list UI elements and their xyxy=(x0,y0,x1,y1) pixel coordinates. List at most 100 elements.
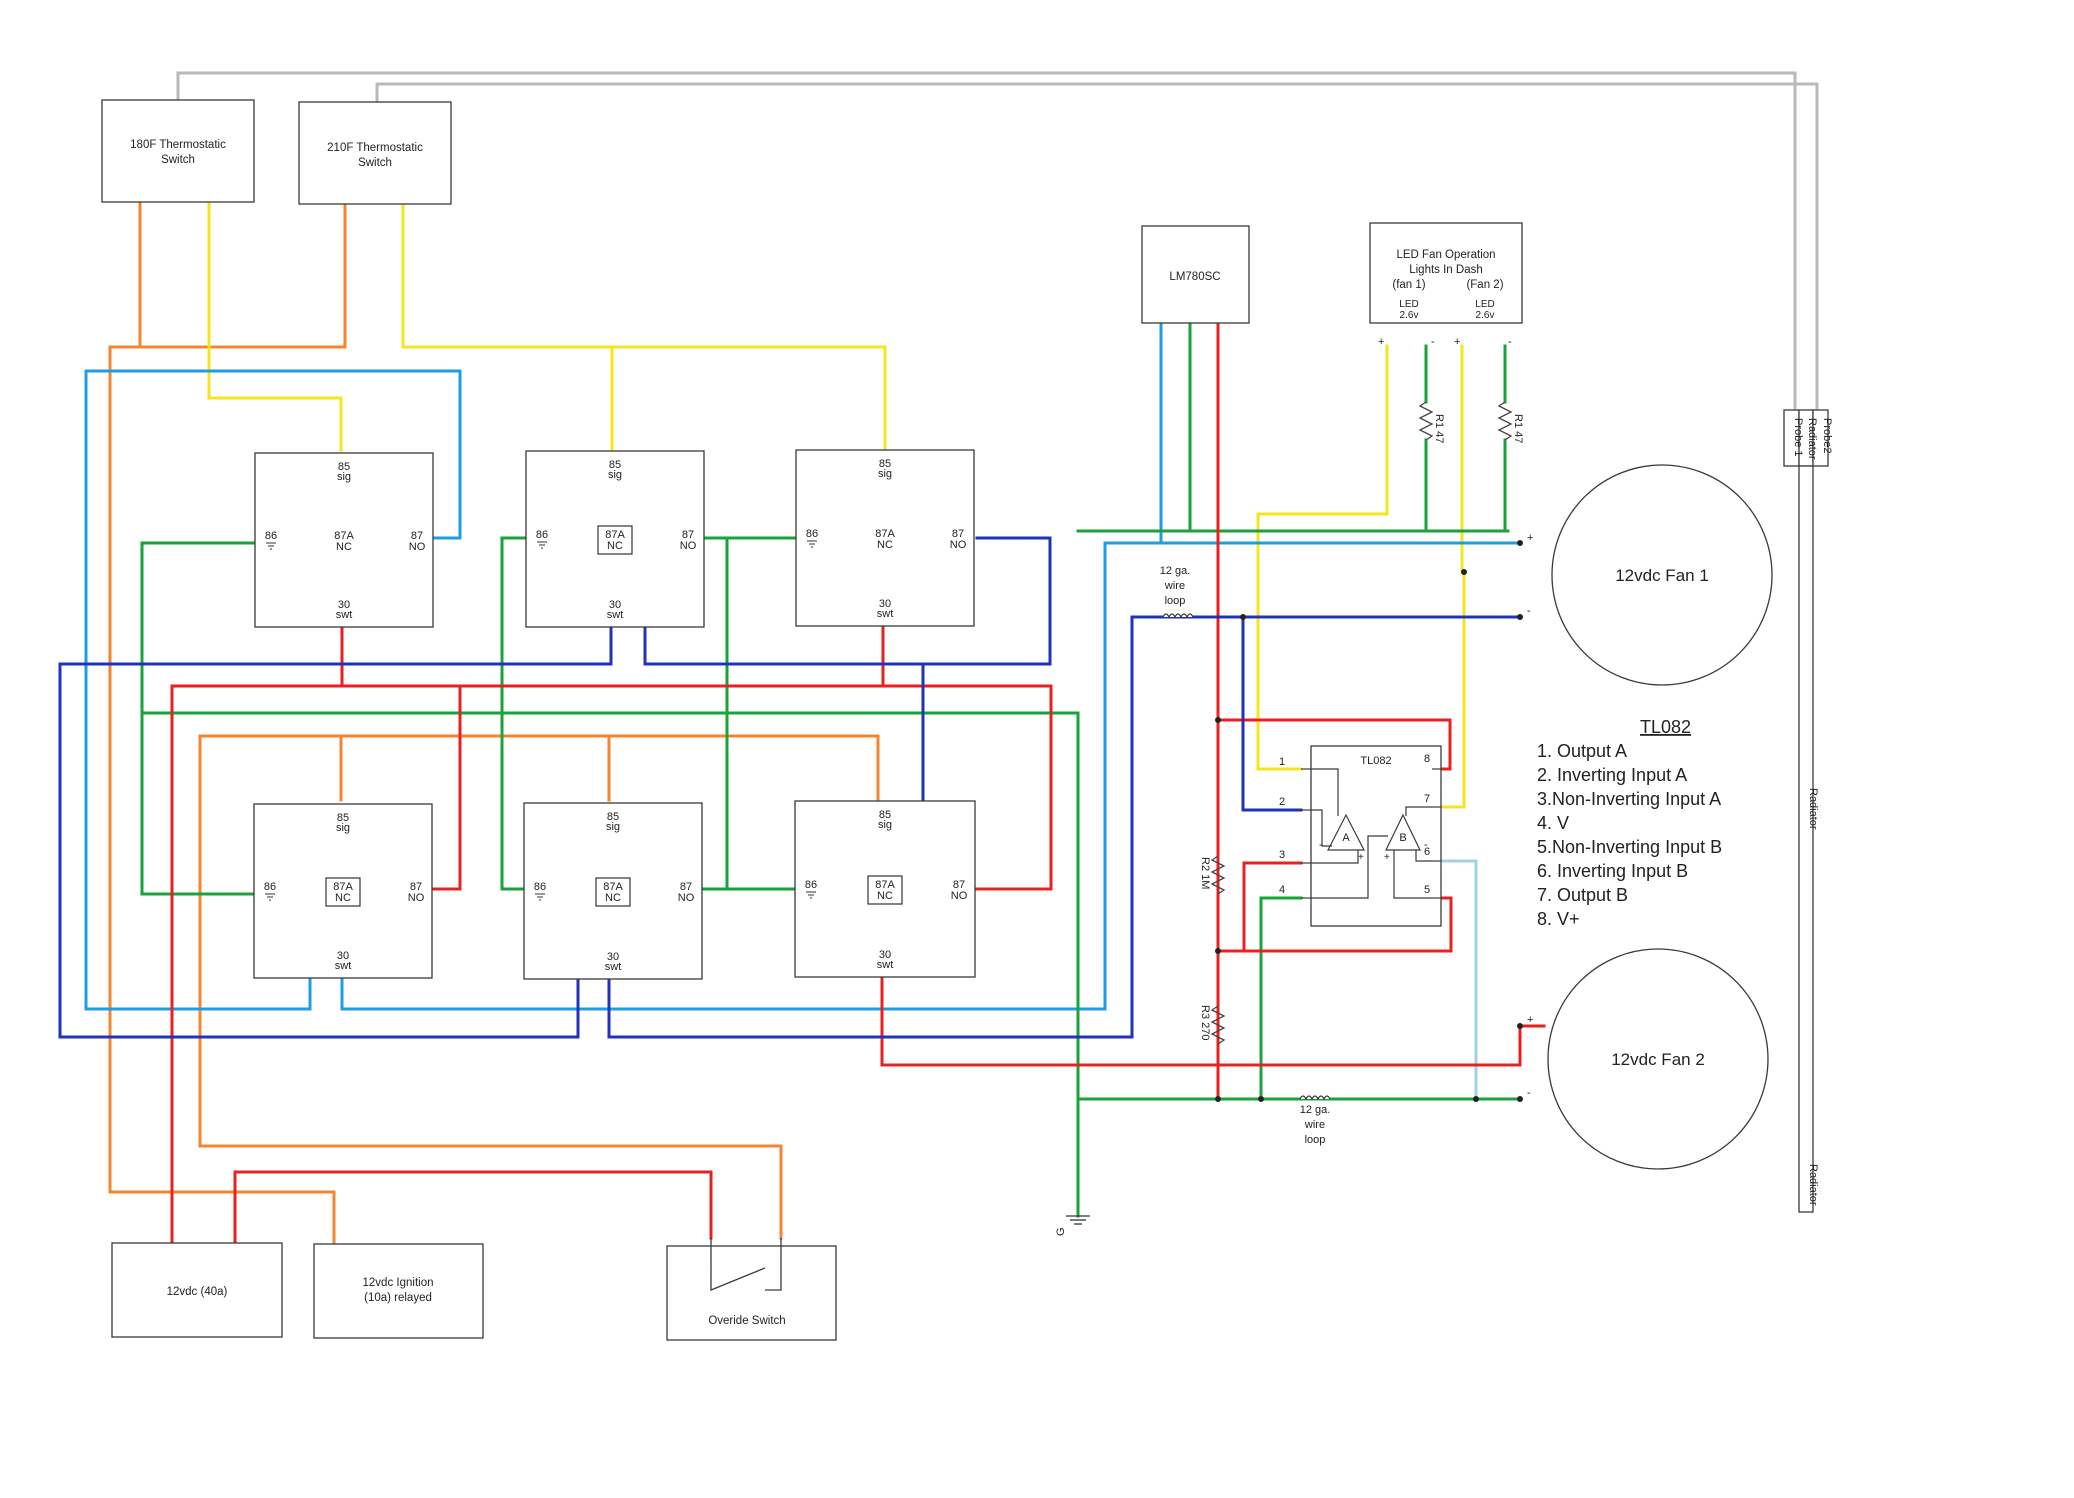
wire-loop-coil-1 xyxy=(1162,613,1194,619)
switch-210f-box xyxy=(298,101,452,205)
relay-4-pin86: 86 xyxy=(264,881,276,893)
amp-b-minus: - xyxy=(1424,839,1428,851)
relay-2-sig: sig xyxy=(608,469,622,481)
fan-2-label: 12vdc Fan 2 xyxy=(1611,1050,1705,1069)
relay-1-pin87: 87 xyxy=(411,530,423,542)
switch-180f: 180F Thermostatic Switch xyxy=(101,99,255,203)
probe2-box xyxy=(1812,409,1829,467)
battery-label: 12vdc (40a) xyxy=(167,1286,228,1298)
amp-a-in-plus xyxy=(1311,850,1359,864)
amp-b-triangle xyxy=(1385,813,1421,851)
relay-4-coil-ground-icon xyxy=(265,893,275,901)
pin-3-label: 3 xyxy=(1279,849,1285,861)
pin-1-label: 1 xyxy=(1279,756,1285,768)
fan-1-label: 12vdc Fan 1 xyxy=(1615,566,1709,585)
wire-cyan-loop xyxy=(84,369,462,1011)
wire-green-pin4 xyxy=(1259,896,1303,1101)
led1-minus: - xyxy=(1431,336,1435,348)
switch-210f-line2: Switch xyxy=(358,157,392,169)
relay-5-87a-box xyxy=(595,877,631,907)
relay-5-nc: NC xyxy=(605,892,621,904)
relay-6-87a-box xyxy=(867,875,903,905)
wire-yellow-180 xyxy=(207,200,343,452)
wire-probe2 xyxy=(375,82,1819,412)
led2-plus: + xyxy=(1454,336,1460,348)
probe1-label: Probe 1 xyxy=(1792,418,1804,457)
ground-icon xyxy=(1066,1215,1090,1225)
led2-minus: - xyxy=(1508,336,1512,348)
relay-6-sig: sig xyxy=(878,819,892,831)
pin-4-label: 4 xyxy=(1279,884,1285,896)
wire-loop-2-line1: 12 ga. xyxy=(1300,1104,1331,1116)
resistor-r2-symbol xyxy=(1210,855,1226,895)
junction-dot xyxy=(1517,540,1523,546)
junction-dot xyxy=(1473,1096,1479,1102)
ground-label: G xyxy=(1055,1227,1067,1236)
fan-1-minus: - xyxy=(1527,605,1531,617)
switch-180f-line2: Switch xyxy=(161,154,195,166)
fan-1: 12vdc Fan 1 + - xyxy=(1527,464,1773,686)
led-fan1-label: (fan 1) xyxy=(1392,279,1425,291)
wire-green-bus xyxy=(140,711,1080,1218)
pin-8-label: 8 xyxy=(1424,753,1430,765)
relay-4-sig: sig xyxy=(336,822,350,834)
wire-yellow-210 xyxy=(401,202,887,452)
regulator-lm780sc: LM780SC xyxy=(1141,225,1250,324)
regulator-box xyxy=(1141,225,1250,324)
led-box xyxy=(1369,222,1523,324)
power-battery: 12vdc (40a) xyxy=(111,1242,283,1338)
relay-5-pin85: 85 xyxy=(607,811,619,823)
relay-2-pin87a: 87A xyxy=(605,529,625,541)
relay-2-pin30: 30 xyxy=(609,599,621,611)
wire-orange-180 xyxy=(108,200,336,1246)
relay-4-pin85: 85 xyxy=(337,812,349,824)
relay-2-coil-ground-icon xyxy=(537,541,547,549)
relay-1-swt: swt xyxy=(336,609,353,621)
relay-2-swt: swt xyxy=(607,609,624,621)
relay-2-pin86: 86 xyxy=(536,529,548,541)
override-switch-symbol xyxy=(710,1238,766,1291)
relay-6-pin85: 85 xyxy=(879,809,891,821)
relay-6-pin87: 87 xyxy=(953,879,965,891)
relay-3-pin87a: 87A xyxy=(875,528,895,540)
fan-1-circle xyxy=(1551,464,1773,686)
pin-7-label: 7 xyxy=(1424,793,1430,805)
relay-3-no: NO xyxy=(950,539,967,551)
radiator-probes: Probe 1 Radiator Probe2 Radiator Radiato… xyxy=(1783,409,1833,1213)
amp-b-label: B xyxy=(1399,832,1406,844)
wire-lightblue xyxy=(1430,859,1478,1101)
wire-orange-override xyxy=(198,1144,783,1240)
led-line2: Lights In Dash xyxy=(1409,264,1483,276)
wire-orange-210 xyxy=(138,202,347,349)
tl082-legend-item-3: 3.Non-Inverting Input A xyxy=(1537,789,1721,809)
fan-2-circle xyxy=(1547,948,1769,1170)
relay-4-nc: NC xyxy=(335,892,351,904)
tl082-legend-item-1: 1. Output A xyxy=(1537,741,1627,761)
relay-6-no: NO xyxy=(951,890,968,902)
radiator-mid-label: Radiator xyxy=(1807,788,1819,830)
wire-loop-coil-2 xyxy=(1299,1095,1331,1101)
probe2-label: Probe2 xyxy=(1821,418,1833,453)
wire-red-pin3 xyxy=(1242,861,1453,953)
relay-1-sig: sig xyxy=(337,471,351,483)
pin-6-label: 6 xyxy=(1424,846,1430,858)
relay-3-swt: swt xyxy=(877,608,894,620)
amp-b-out xyxy=(1405,806,1432,816)
amp-a-triangle xyxy=(1327,813,1365,851)
resistor-symbols xyxy=(1210,401,1513,1045)
wire-loop-1-line1: 12 ga. xyxy=(1160,565,1191,577)
amp-a-vcc xyxy=(1311,835,1388,899)
relay-1-nc: NC xyxy=(336,541,352,553)
amp-b-in2 xyxy=(1393,850,1432,899)
wire-loop-1-label: 12 ga. wire loop xyxy=(1160,565,1191,607)
led1-name: LED xyxy=(1399,299,1418,310)
relay-4-pin87a: 87A xyxy=(333,881,353,893)
opamp-internals xyxy=(1311,768,1432,899)
amp-b-plus: + xyxy=(1384,852,1390,863)
battery-box xyxy=(111,1242,283,1338)
junction-dot xyxy=(1517,614,1523,620)
relay-6-swt: swt xyxy=(877,959,894,971)
fan-2-minus: - xyxy=(1527,1087,1531,1099)
